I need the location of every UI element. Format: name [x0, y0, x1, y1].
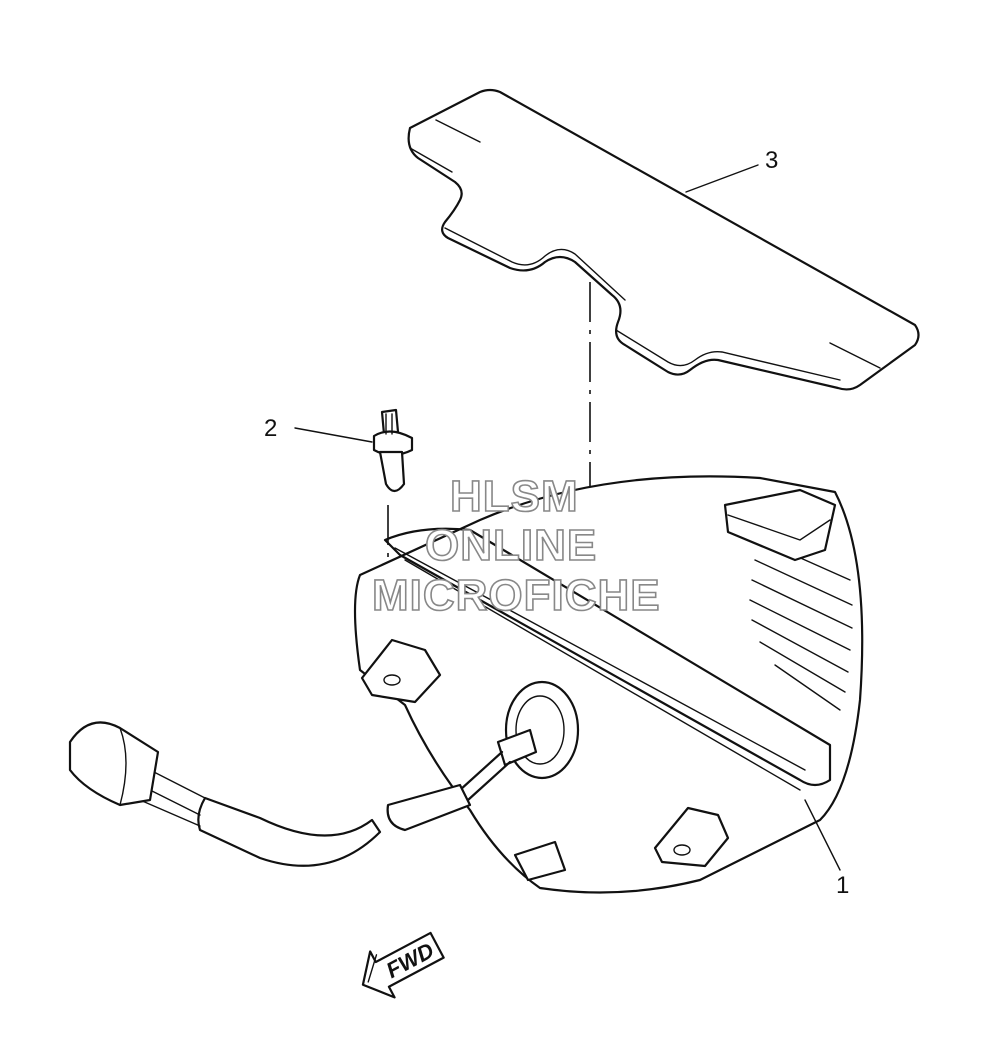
callout-3: 3	[765, 147, 778, 174]
callout-2: 2	[264, 415, 277, 442]
watermark-line-1: HLSM	[450, 472, 579, 521]
wiring-harness[interactable]	[68, 721, 512, 867]
watermark-line-2: ONLINE	[425, 521, 597, 570]
leader-line-1	[804, 799, 841, 871]
watermark-line-3: MICROFICHE	[372, 571, 661, 620]
callout-1: 1	[836, 872, 849, 899]
fwd-direction-arrow: FWD	[361, 931, 445, 999]
leader-line-2	[294, 427, 373, 443]
watermark: HLSM ONLINE MICROFICHE	[371, 471, 661, 621]
part-2-rivet[interactable]	[372, 408, 414, 493]
part-3-pad[interactable]	[407, 88, 920, 391]
leader-line-3	[685, 164, 759, 193]
